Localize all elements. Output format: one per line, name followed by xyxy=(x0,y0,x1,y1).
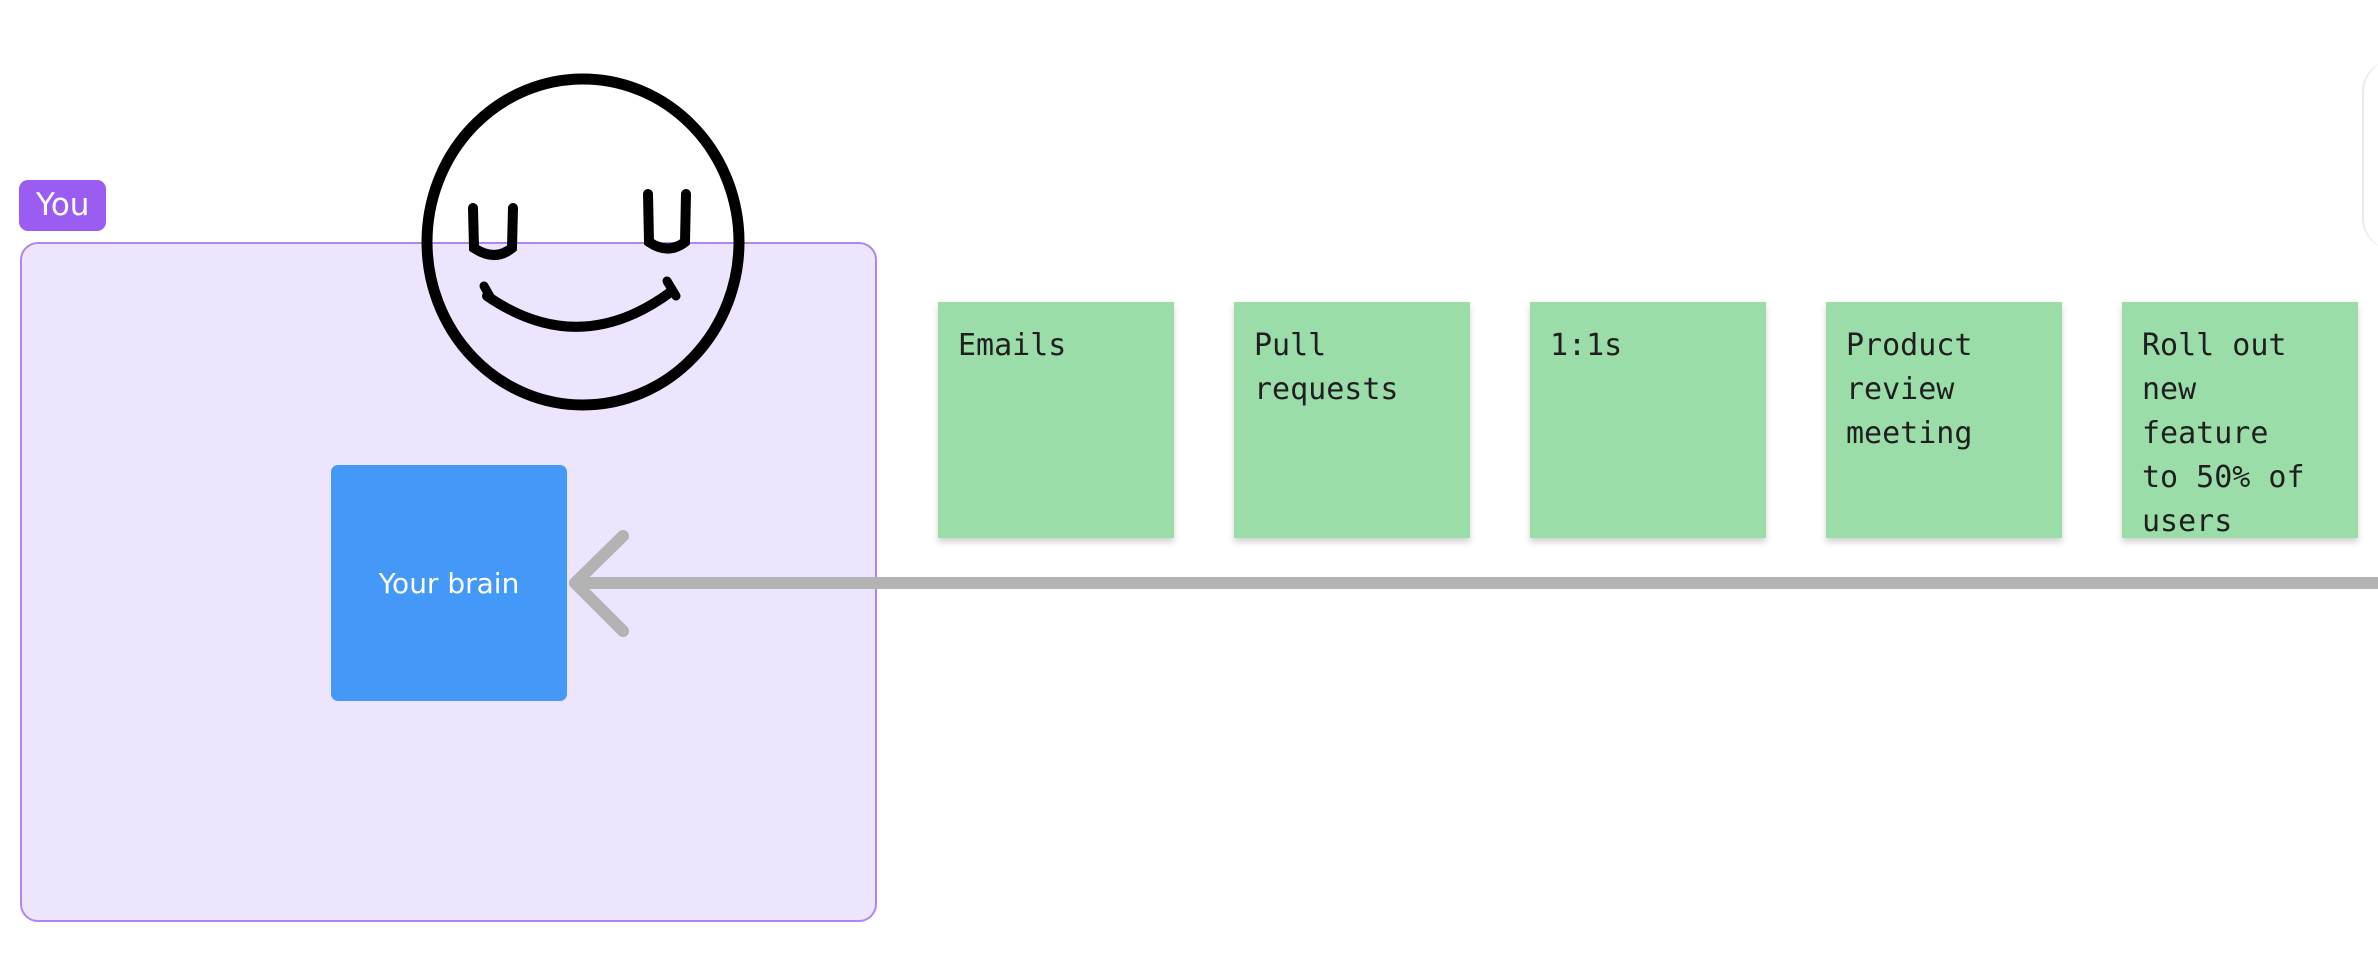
sticky-note-one-on-ones[interactable]: 1:1s xyxy=(1530,302,1766,538)
you-section-label[interactable]: You xyxy=(19,180,107,231)
your-brain-box[interactable]: Your brain xyxy=(331,465,567,701)
sticky-note-emails[interactable]: Emails xyxy=(938,302,1174,538)
sticky-note-pull-requests[interactable]: Pull requests xyxy=(1234,302,1470,538)
your-brain-label: Your brain xyxy=(378,566,520,600)
sticky-note-roll-out-feature[interactable]: Roll out new feature to 50% of users xyxy=(2122,302,2358,538)
connector-arrowhead xyxy=(569,530,629,637)
offscreen-shape-edge xyxy=(2362,60,2378,250)
sticky-note-product-review[interactable]: Product review meeting xyxy=(1826,302,2062,538)
